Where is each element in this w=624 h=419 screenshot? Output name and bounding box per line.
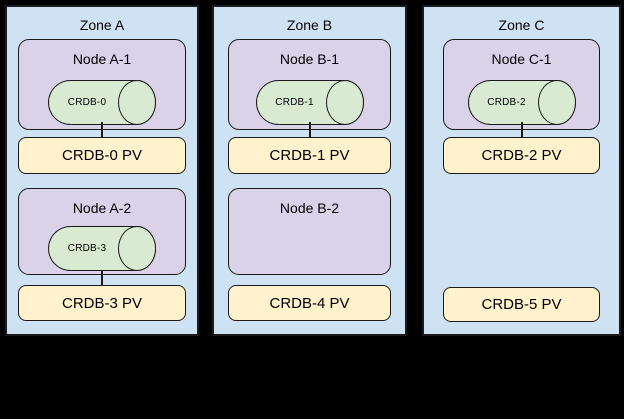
pv-label: CRDB-4 PV (269, 294, 350, 312)
zone-b-label: Zone B (286, 17, 333, 33)
zone-c-label: Zone C (498, 17, 545, 33)
database-cylinder-crdb-3: CRDB-3 (48, 226, 156, 271)
cylinder-face-ellipse (325, 80, 364, 125)
node-a2: Node A-2 CRDB-3 (18, 188, 186, 275)
pv-crdb-3: CRDB-3 PV (18, 285, 186, 321)
zone-b: Zone B Node B-1 CRDB-1 CRDB-1 PV Node B-… (212, 5, 407, 336)
connector-line (101, 122, 103, 138)
pv-crdb-1: CRDB-1 PV (228, 137, 391, 174)
pv-label: CRDB-3 PV (61, 294, 143, 312)
connector-line (520, 122, 523, 138)
zone-c: Zone C Node C-1 CRDB-2 CRDB-2 PV CRDB-5 … (422, 5, 621, 336)
node-b2: Node B-2 (228, 188, 391, 275)
node-a1: Node A-1 CRDB-0 (18, 39, 186, 130)
zone-a: Zone A Node A-1 CRDB-0 CRDB-0 PV Node A-… (5, 5, 199, 336)
database-cylinder-crdb-2: CRDB-2 (467, 80, 576, 125)
node-c1-label: Node C-1 (491, 51, 552, 67)
pv-crdb-5: CRDB-5 PV (443, 287, 600, 322)
connector-line (308, 122, 311, 138)
node-b1: Node B-1 CRDB-1 (228, 39, 391, 130)
node-a1-label: Node A-1 (72, 51, 132, 67)
cylinder-face-ellipse (118, 80, 156, 125)
node-c1: Node C-1 CRDB-2 (443, 39, 600, 130)
pv-crdb-4: CRDB-4 PV (228, 285, 391, 321)
pv-crdb-0: CRDB-0 PV (18, 137, 186, 174)
pv-label: CRDB-1 PV (269, 147, 350, 164)
zone-a-label: Zone A (79, 17, 125, 33)
pv-label: CRDB-2 PV (481, 147, 562, 164)
database-cylinder-crdb-1: CRDB-1 (255, 80, 364, 125)
database-cylinder-crdb-0: CRDB-0 (48, 80, 156, 125)
cylinder-label: CRDB-1 (275, 97, 314, 108)
node-a2-label: Node A-2 (72, 200, 132, 216)
cylinder-face-ellipse (537, 80, 576, 125)
cylinder-face-ellipse (118, 226, 156, 271)
connector-line (101, 270, 103, 286)
node-b2-label: Node B-2 (279, 200, 340, 216)
cylinder-label: CRDB-0 (67, 97, 107, 108)
pv-label: CRDB-0 PV (61, 147, 143, 164)
pv-label: CRDB-5 PV (481, 296, 562, 313)
cylinder-label: CRDB-2 (487, 97, 526, 108)
node-b1-label: Node B-1 (279, 51, 340, 67)
cylinder-label: CRDB-3 (67, 243, 107, 254)
pv-crdb-2: CRDB-2 PV (443, 137, 600, 174)
